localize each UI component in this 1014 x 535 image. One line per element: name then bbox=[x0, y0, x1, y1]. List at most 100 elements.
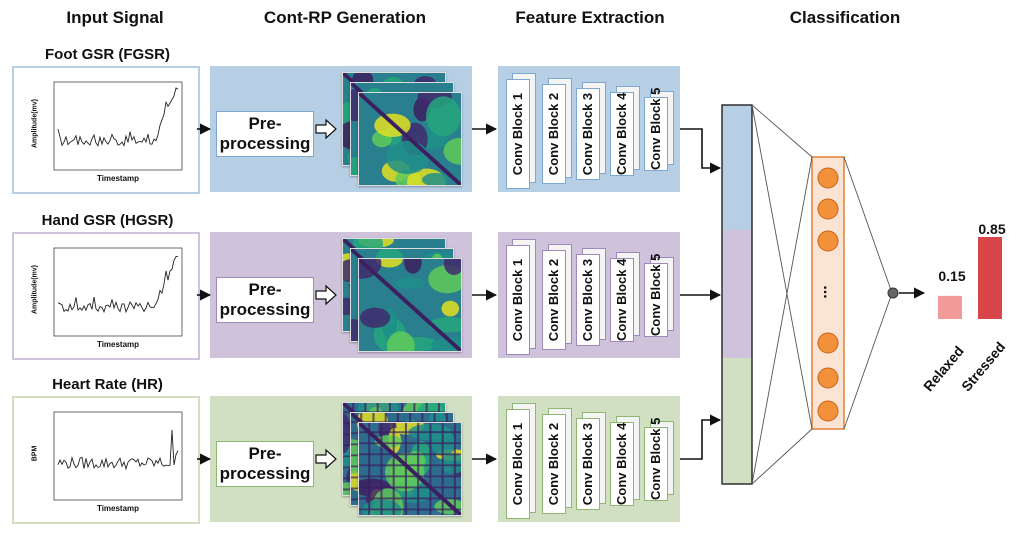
header-input-signal: Input Signal bbox=[66, 8, 164, 27]
neuron-node bbox=[817, 332, 839, 354]
conv-block-label: Conv Block 3 bbox=[580, 422, 595, 506]
conv-block-label: Conv Block 2 bbox=[546, 92, 561, 176]
recurrence-plot-image bbox=[358, 92, 462, 186]
conv-block-label: Conv Block 4 bbox=[614, 258, 629, 341]
conv-block-face: Conv Block 4 bbox=[610, 92, 634, 176]
preprocessing-label-2: processing bbox=[219, 464, 311, 483]
signal-plot: Amplitude(mv) Timestamp bbox=[12, 232, 200, 360]
stressed-bar bbox=[978, 237, 1002, 319]
signal-ylabel: Amplitude(mv) bbox=[31, 265, 39, 314]
signal-xlabel: Timestamp bbox=[96, 340, 140, 349]
conv-block-face: Conv Block 5 bbox=[644, 87, 668, 171]
signal-title: Hand GSR (HGSR) bbox=[41, 212, 174, 229]
recurrence-plot-image bbox=[358, 258, 462, 352]
conv-block-label: Conv Block 3 bbox=[580, 258, 595, 342]
conv-block: Conv Block 3 bbox=[576, 248, 606, 346]
neuron-node bbox=[817, 198, 839, 220]
signal-waveform bbox=[57, 429, 179, 471]
conv-block-face: Conv Block 2 bbox=[542, 414, 566, 514]
preprocessing-label-1: Pre- bbox=[248, 444, 282, 463]
header-classification: Classification bbox=[789, 8, 901, 27]
conv-block-face: Conv Block 3 bbox=[576, 88, 600, 180]
output-node bbox=[887, 287, 899, 299]
preprocessing-text: Pre-processing bbox=[220, 280, 311, 320]
concat-segment-hr bbox=[722, 358, 752, 484]
relaxed-value: 0.15 bbox=[938, 268, 966, 284]
conv-block-face: Conv Block 5 bbox=[644, 417, 668, 501]
arrow-fgsr-to-concat bbox=[680, 128, 722, 174]
fan-line bbox=[843, 156, 893, 294]
signal-waveform bbox=[57, 255, 179, 314]
stressed-label: Stressed bbox=[958, 338, 1009, 395]
concat-vector bbox=[721, 104, 753, 485]
preprocessing-box: Pre-processing bbox=[216, 277, 314, 323]
conv-block-face: Conv Block 5 bbox=[644, 253, 668, 337]
neuron-node bbox=[817, 230, 839, 252]
neuron-node bbox=[817, 167, 839, 189]
conv-block: Conv Block 2 bbox=[542, 408, 572, 514]
header-feature-extraction: Feature Extraction bbox=[515, 8, 665, 27]
preprocessing-text: Pre-processing bbox=[220, 114, 311, 154]
conv-block-label: Conv Block 1 bbox=[510, 92, 525, 176]
conv-block-label: Conv Block 2 bbox=[546, 258, 561, 342]
conv-block-label: Conv Block 5 bbox=[648, 87, 663, 170]
preprocessing-box: Pre-processing bbox=[216, 441, 314, 487]
conv-block-face: Conv Block 3 bbox=[576, 418, 600, 510]
fan-line bbox=[751, 104, 813, 430]
conv-block-label: Conv Block 4 bbox=[614, 92, 629, 175]
conv-block: Conv Block 2 bbox=[542, 244, 572, 350]
fan-line bbox=[751, 156, 813, 485]
arrow-hr-to-concat bbox=[680, 414, 722, 460]
signal-plot: Amplitude(mv) Timestamp bbox=[12, 66, 200, 194]
conv-block: Conv Block 1 bbox=[506, 73, 536, 189]
neuron-node bbox=[817, 400, 839, 422]
conv-block: Conv Block 2 bbox=[542, 78, 572, 184]
conv-block-label: Conv Block 1 bbox=[510, 422, 525, 506]
concat-segment-fgsr bbox=[722, 105, 752, 230]
conv-block: Conv Block 4 bbox=[610, 86, 640, 176]
fan-line bbox=[843, 292, 893, 430]
preprocessing-label-1: Pre- bbox=[248, 280, 282, 299]
dense-layer bbox=[811, 156, 845, 430]
conv-block-label: Conv Block 5 bbox=[648, 417, 663, 500]
conv-block-face: Conv Block 1 bbox=[506, 245, 530, 355]
conv-block-label: Conv Block 1 bbox=[510, 258, 525, 342]
conv-block-face: Conv Block 2 bbox=[542, 84, 566, 184]
signal-waveform bbox=[57, 87, 179, 147]
fan-line bbox=[751, 104, 813, 158]
ellipsis-dots: ... bbox=[820, 285, 837, 298]
preprocessing-label-2: processing bbox=[219, 300, 311, 319]
neuron-node bbox=[817, 367, 839, 389]
signal-ylabel: BPM bbox=[31, 445, 39, 462]
conv-block: Conv Block 3 bbox=[576, 82, 606, 180]
conv-block-face: Conv Block 1 bbox=[506, 79, 530, 189]
relaxed-bar bbox=[938, 295, 962, 319]
conv-block-label: Conv Block 3 bbox=[580, 92, 595, 176]
conv-block-face: Conv Block 1 bbox=[506, 409, 530, 519]
conv-block: Conv Block 4 bbox=[610, 252, 640, 342]
concat-segment-hgsr bbox=[722, 230, 752, 358]
preprocessing-text: Pre-processing bbox=[220, 444, 311, 484]
conv-block-face: Conv Block 4 bbox=[610, 258, 634, 342]
conv-block-label: Conv Block 2 bbox=[546, 422, 561, 506]
signal-ylabel: Amplitude(mv) bbox=[31, 99, 39, 148]
conv-block: Conv Block 3 bbox=[576, 412, 606, 510]
conv-block: Conv Block 5 bbox=[644, 253, 674, 337]
conv-block-label: Conv Block 5 bbox=[648, 253, 663, 336]
recurrence-plot-image bbox=[358, 422, 462, 516]
signal-title: Foot GSR (FGSR) bbox=[45, 46, 170, 63]
conv-block-label: Conv Block 4 bbox=[614, 422, 629, 505]
stressed-value: 0.85 bbox=[978, 221, 1006, 237]
preprocessing-label-2: processing bbox=[219, 134, 311, 153]
conv-block-face: Conv Block 4 bbox=[610, 422, 634, 506]
signal-xlabel: Timestamp bbox=[96, 174, 140, 183]
header-cont-rp-generation: Cont-RP Generation bbox=[263, 8, 427, 27]
conv-block: Conv Block 1 bbox=[506, 239, 536, 355]
conv-block: Conv Block 5 bbox=[644, 417, 674, 501]
conv-block-face: Conv Block 2 bbox=[542, 250, 566, 350]
relaxed-label: Relaxed bbox=[920, 342, 967, 395]
signal-title: Heart Rate (HR) bbox=[52, 376, 163, 393]
conv-block: Conv Block 5 bbox=[644, 87, 674, 171]
preprocessing-label-1: Pre- bbox=[248, 114, 282, 133]
